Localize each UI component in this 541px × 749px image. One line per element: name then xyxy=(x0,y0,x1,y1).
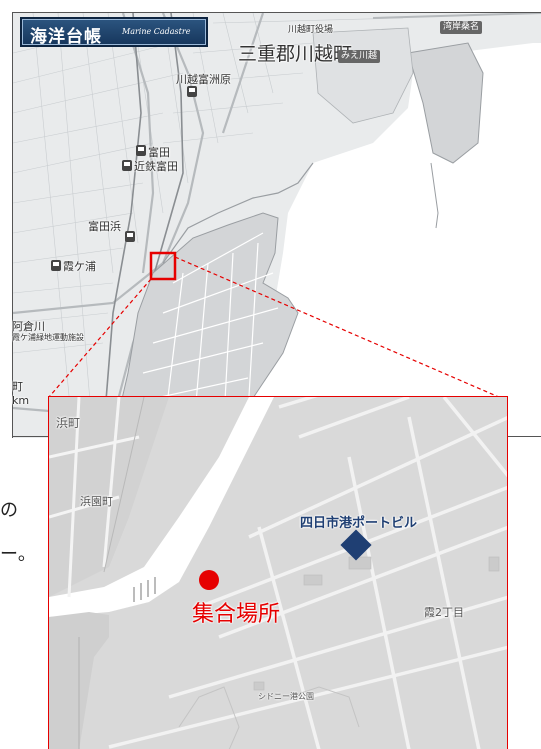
town-main-label: 三重郡川越町 xyxy=(238,43,353,65)
kasumigaura-label: 霞ケ浦 xyxy=(63,260,96,273)
station-icon xyxy=(51,260,61,271)
logo-title-jp: 海洋台帳 xyxy=(30,27,102,47)
meeting-point-marker xyxy=(199,570,219,590)
tomidahama-label: 富田浜 xyxy=(88,220,121,233)
overview-map[interactable] xyxy=(12,12,541,438)
port-building-label: 四日市港ポートビル xyxy=(300,516,418,531)
town-office-label: 川越町役場 xyxy=(288,25,334,35)
hamazonocho-label: 浜園町 xyxy=(80,495,113,508)
station-icon xyxy=(122,160,132,171)
kasumi-2chome-label: 霞2丁目 xyxy=(424,606,464,619)
hamacho-label: 浜町 xyxy=(56,416,81,430)
marine-cadastre-logo: 海洋台帳 Marine Cadastre xyxy=(20,17,208,47)
inset-map[interactable] xyxy=(48,396,508,749)
kasumigaura-facility-label: 霞ケ浦緑地運動施設 xyxy=(12,333,84,342)
station-icon xyxy=(136,145,146,156)
edge-label-2: km xyxy=(12,394,30,407)
inset-map-graphics xyxy=(49,397,507,749)
akuragawa-label: 阿倉川 xyxy=(12,320,45,333)
overview-map-graphics xyxy=(13,13,541,438)
mie-kawagoe-badge: みえ川越 xyxy=(338,50,381,63)
side-text-fragment-1: の xyxy=(0,500,18,521)
sydney-park-label: シドニー港公園 xyxy=(258,692,314,701)
wangan-kuwana-badge: 湾岸桑名 xyxy=(440,21,483,34)
station-icon xyxy=(125,231,135,242)
meeting-point-label: 集合場所 xyxy=(192,602,281,627)
side-text-fragment-2: ー。 xyxy=(0,544,36,565)
station-kintetsu-tomida-label: 近鉄富田 xyxy=(134,160,178,173)
overview-bottom-border-right xyxy=(508,436,541,437)
station-icon xyxy=(187,86,197,97)
edge-label-1: 町 xyxy=(12,380,23,393)
station-tomida-label: 富田 xyxy=(148,146,170,159)
overview-bottom-border-left xyxy=(12,436,48,437)
station-tomisuhara-label: 川越富洲原 xyxy=(176,73,231,86)
logo-title-en: Marine Cadastre xyxy=(122,27,191,36)
